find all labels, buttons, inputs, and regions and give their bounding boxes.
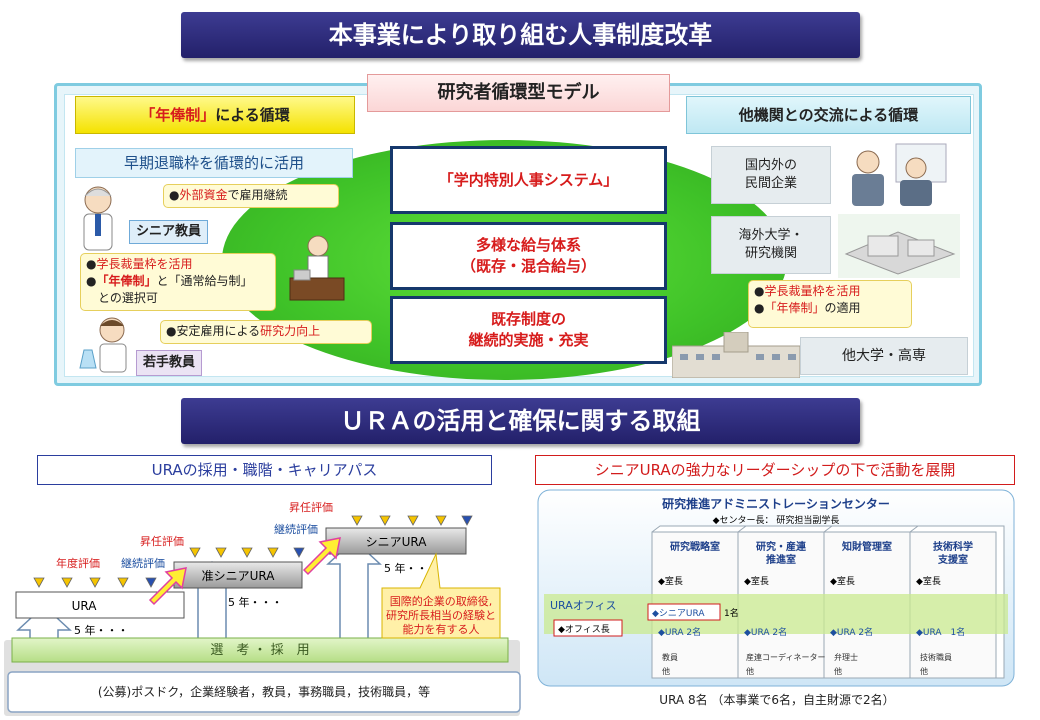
svg-text:技術職員: 技術職員	[920, 652, 952, 662]
ura-office-label: URAオフィス	[550, 599, 617, 612]
left-header-red: 「年俸制」	[140, 106, 216, 124]
svg-text:推進室: 推進室	[766, 553, 796, 566]
page-title: 本事業により取り組む人事制度改革	[328, 21, 713, 49]
svg-text:弁理士: 弁理士	[834, 652, 858, 662]
promote-arrow-2	[302, 537, 341, 576]
note-president-discretion: ●学長裁量枠を活用 ●「年俸制」と「通常給与制」 との選択可	[80, 253, 276, 311]
ura-center-org-diagram: 研究推進アドミニストレーションセンター ◆センター長： 研究担当副学長 URAオ…	[537, 489, 1015, 687]
campus-illustration	[838, 214, 960, 278]
svg-text:研究・産連: 研究・産連	[756, 540, 807, 553]
eval-promote-label-1: 昇任評価	[140, 534, 184, 548]
svg-text:◆URA 2名: ◆URA 2名	[830, 626, 873, 638]
business-people-illustration	[852, 143, 947, 206]
years-label-2: 5 年・・・	[228, 595, 283, 609]
svg-text:◆オフィス長: ◆オフィス長	[558, 624, 610, 635]
svg-text:◆シニアURA: ◆シニアURA	[652, 609, 705, 619]
svg-text:他: 他	[662, 666, 670, 676]
svg-text:◆室長: ◆室長	[916, 575, 941, 587]
existing-system-box: 既存制度の継続的実施・充実	[390, 296, 667, 364]
svg-text:知財管理室: 知財管理室	[841, 540, 892, 553]
private-company-box: 国内外の民間企業	[711, 146, 831, 204]
step-senior-ura	[325, 527, 467, 555]
step-associate-senior-ura	[173, 561, 303, 589]
young-researcher-illustration	[79, 317, 127, 373]
eval-continue-label-1: 継続評価	[121, 556, 165, 570]
other-university-box: 他大学・高専	[800, 337, 968, 375]
senior-professor-illustration	[83, 186, 113, 251]
note-stable-employment: ●安定雇用による研究力向上	[160, 320, 372, 344]
selection-label: 選 考 ・ 採 用	[210, 643, 309, 658]
svg-text:研究所長相当の経験と: 研究所長相当の経験と	[386, 608, 496, 622]
promote-arrow-1	[148, 567, 187, 606]
senior-ura-callout	[381, 552, 501, 639]
svg-text:◆URA 2名: ◆URA 2名	[658, 626, 701, 638]
right-cycle-header: 他機関との交流による循環	[686, 96, 971, 134]
years-label-1: 5 年・・・	[74, 623, 129, 637]
office-chief-box	[553, 619, 623, 637]
svg-text:能力を有する人: 能力を有する人	[403, 622, 480, 636]
senior-ura-box	[647, 603, 721, 621]
years-label-3: 5 年・・・	[384, 561, 439, 575]
young-faculty-tag: 若手教員	[136, 350, 202, 376]
special-hr-system-box: 「学内特別人事システム」	[390, 146, 667, 214]
career-path-diagram: 選 考 ・ 採 用 (公募)ポスドク，企業経験者，教員，事務職員，技術職員，等 …	[4, 500, 521, 716]
svg-text:◆URA 1名: ◆URA 1名	[916, 626, 965, 638]
university-building-illustration	[672, 332, 800, 378]
researcher-desk-illustration	[289, 235, 345, 301]
svg-text:他: 他	[834, 666, 842, 676]
svg-text:教員: 教員	[662, 652, 678, 662]
svg-text:◆室長: ◆室長	[744, 575, 769, 587]
svg-text:国際的企業の取締役,: 国際的企業の取締役,	[390, 594, 493, 608]
senior-faculty-tag: シニア教員	[129, 220, 208, 244]
center-org-subtitle: ◆センター長： 研究担当副学長	[713, 514, 840, 526]
sources-label: (公募)ポスドク，企業経験者，教員，事務職員，技術職員，等	[98, 684, 430, 699]
ura-banner: ＵＲＡの活用と確保に関する取組	[181, 398, 860, 444]
svg-text:産連コーディネーター: 産連コーディネーター	[746, 652, 825, 662]
step-associate-label: 准シニアURA	[202, 569, 276, 583]
overseas-university-box: 海外大学・研究機関	[711, 216, 831, 274]
note-outside-funding: ●外部資金で雇用継続	[163, 184, 339, 208]
svg-text:他: 他	[920, 666, 928, 676]
svg-text:技術科学: 技術科学	[933, 540, 973, 553]
svg-text:◆URA 2名: ◆URA 2名	[744, 626, 787, 638]
left-header-rest: による循環	[215, 106, 290, 124]
sources-box	[7, 671, 521, 713]
eval-yearly-label: 年度評価	[56, 556, 100, 570]
step-senior-label: シニアURA	[366, 535, 428, 549]
leadership-header: シニアURAの強力なリーダーシップの下で活動を展開	[535, 455, 1015, 485]
svg-text:◆室長: ◆室長	[658, 575, 683, 587]
ura-banner-title: ＵＲＡの活用と確保に関する取組	[340, 407, 701, 435]
selection-bar	[11, 637, 509, 663]
center-org-title: 研究推進アドミニストレーションセンター	[662, 496, 890, 511]
eval-continue-label-2: 継続評価	[274, 522, 318, 536]
svg-text:研究戦略室: 研究戦略室	[670, 540, 720, 553]
svg-text:支援室: 支援室	[937, 553, 968, 566]
eval-promote-label-2: 昇任評価	[289, 500, 333, 514]
diverse-salary-box: 多様な給与体系（既存・混合給与）	[390, 222, 667, 290]
left-cycle-header: 「年俸制」による循環	[75, 96, 355, 134]
svg-text:◆室長: ◆室長	[830, 575, 855, 587]
career-path-header: URAの採用・職階・キャリアパス	[37, 455, 492, 485]
right-note-discretion: ●学長裁量枠を活用 ●「年俸制」の適用	[748, 280, 912, 328]
svg-text:1名: 1名	[724, 607, 739, 619]
model-title: 研究者循環型モデル	[367, 74, 670, 112]
step-ura-label: URA	[72, 599, 98, 613]
svg-text:他: 他	[746, 666, 754, 676]
ura-count-caption: URA 8名 （本事業で6名，自主財源で2名）	[659, 693, 895, 707]
page-title-banner: 本事業により取り組む人事制度改革	[181, 12, 860, 58]
early-retirement-box: 早期退職枠を循環的に活用	[75, 148, 353, 178]
